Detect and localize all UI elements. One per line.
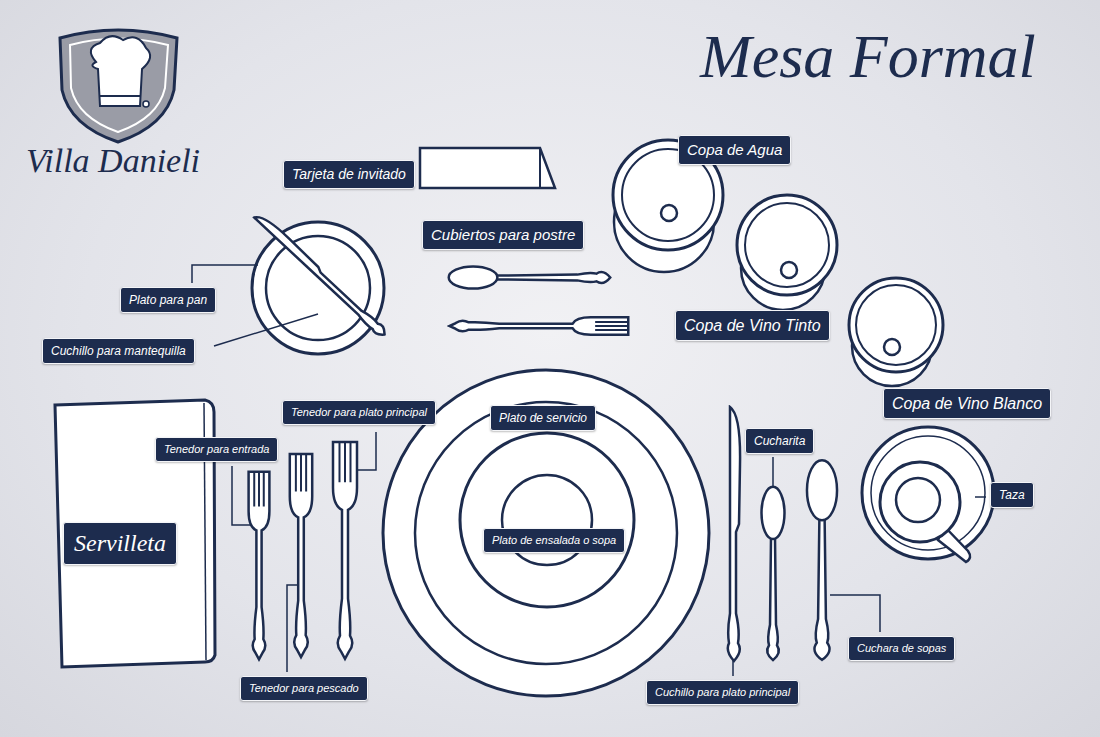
label-text: Plato de ensalada o sopa [492,534,616,547]
label-text: Cuchillo para mantequilla [51,344,186,358]
label-box: Cubiertos para postre [422,220,584,250]
label-box: Cuchara de sopas [848,636,955,661]
guest-card [420,148,555,188]
label-box: Copa de Vino Tinto [675,310,830,341]
glasses [613,140,943,386]
label-text: Copa de Agua [687,141,782,159]
label-text: Copa de Vino Tinto [684,316,821,335]
dessert-cutlery [449,266,629,334]
label-box: Copa de Agua [678,135,791,165]
label-box: Plato de servicio [490,405,596,431]
label-box: Tenedor para pescado [240,676,368,701]
label-text: Taza [999,488,1025,502]
label-text: Servilleta [74,529,166,558]
label-text: Cuchillo para plato principal [655,686,790,699]
page-title: Mesa Formal [700,22,1036,90]
label-text: Tenedor para plato principal [291,406,427,419]
label-box: Cuchillo para plato principal [646,680,799,705]
label-box: Tarjeta de invitado [283,160,415,189]
label-text: Cuchara de sopas [857,642,946,655]
label-text: Tenedor para entrada [164,443,269,456]
label-text: Plato de servicio [499,411,587,425]
label-text: Copa de Vino Blanco [892,394,1042,413]
logo [60,30,177,142]
brand-name: Villa Danieli [26,142,200,179]
label-box: Copa de Vino Blanco [883,388,1051,419]
label-box: Tenedor para entrada [155,437,278,462]
label-box: Plato para pan [120,287,216,313]
label-box: Servilleta [63,522,177,565]
label-box: Taza [990,482,1034,508]
label-box: Tenedor para plato principal [282,400,436,425]
leader-lines [192,265,986,676]
label-box: Cuchillo para mantequilla [42,338,195,364]
cup-and-saucer [862,427,994,562]
label-text: Tarjeta de invitado [292,166,406,183]
label-text: Cucharita [754,434,805,448]
place-cutlery [249,407,837,661]
bread-plate [252,211,388,354]
label-text: Tenedor para pescado [249,682,359,695]
label-text: Cubiertos para postre [431,226,575,244]
label-box: Cucharita [745,428,814,454]
label-box: Plato de ensalada o sopa [483,528,625,553]
label-text: Plato para pan [129,293,207,307]
